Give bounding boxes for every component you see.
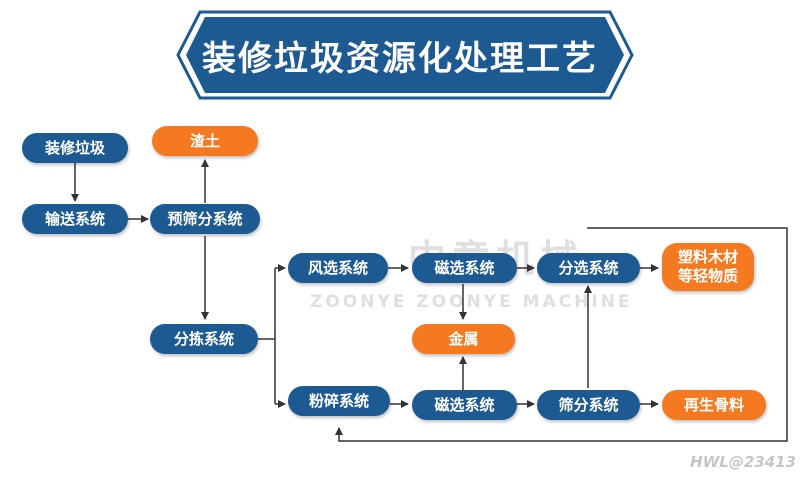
node-metal: 金属 [412,324,515,354]
node-magnetic-separation-bottom: 磁选系统 [412,390,517,420]
node-sorting-separation-system: 分选系统 [537,253,640,283]
node-crushing-system: 粉碎系统 [288,386,390,416]
node-recycled-aggregate: 再生骨料 [662,390,766,420]
title-banner [176,10,634,100]
node-muck-soil: 渣土 [152,126,258,156]
node-picking-system: 分拣系统 [150,324,258,354]
node-plastic-wood-light-materials: 塑料木材 等轻物质 [662,243,754,291]
node-screening-system: 筛分系统 [537,390,640,420]
page-title: 装修垃圾资源化处理工艺 [202,38,598,79]
node-pre-screening-system: 预筛分系统 [150,204,260,234]
node-decoration-waste: 装修垃圾 [22,133,128,163]
node-air-separation-system: 风选系统 [288,253,388,283]
node-conveying-system: 输送系统 [22,204,128,234]
node-magnetic-separation-top: 磁选系统 [412,253,517,283]
footer-id: HWL@23413 [690,453,796,471]
watermark-en: ZOONYE ZOONYE MACHINE [310,292,633,312]
